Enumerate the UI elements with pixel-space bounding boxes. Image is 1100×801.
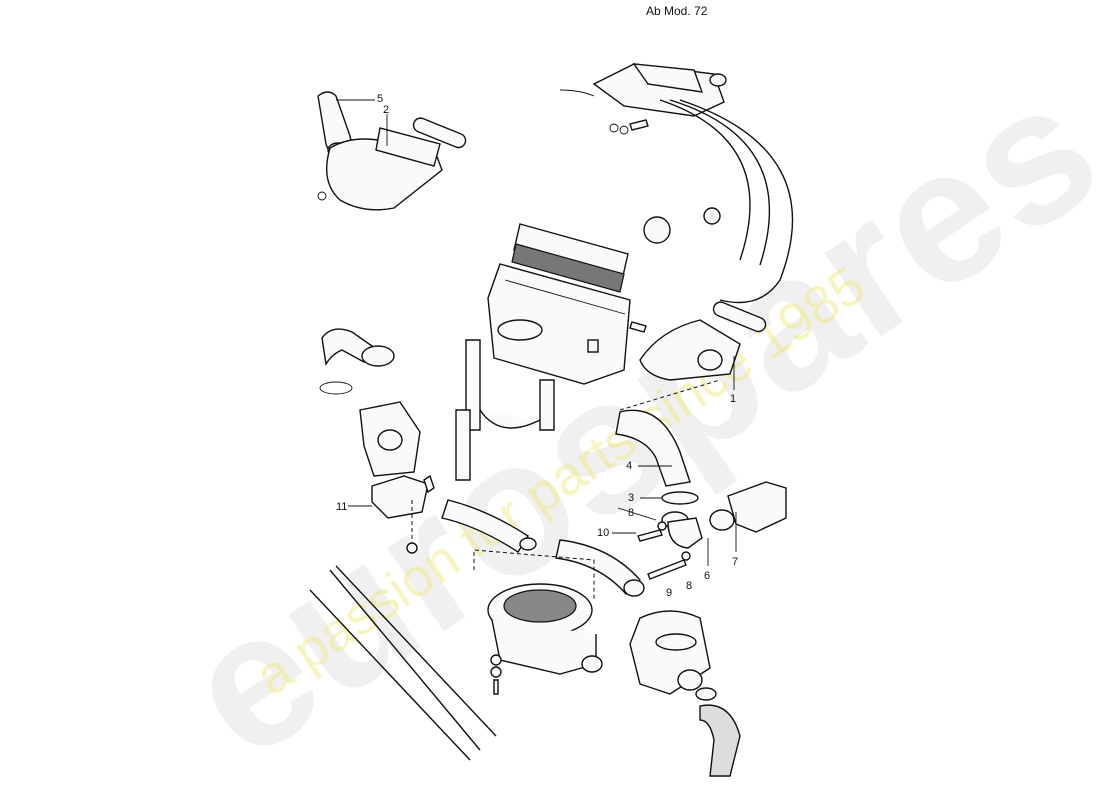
callout-10: 10 (597, 527, 610, 539)
callout-7: 7 (732, 556, 739, 568)
callout-1: 1 (730, 393, 737, 405)
callout-5: 5 (377, 93, 384, 105)
heat-exchanger-right (629, 610, 741, 777)
callout-3: 3 (628, 492, 635, 504)
callout-11: 11 (336, 501, 348, 513)
callout-leaders (617, 507, 657, 521)
warm-air-duct-right (619, 301, 767, 411)
heat-exchanger-left (319, 328, 435, 554)
callout-9: 9 (666, 587, 673, 599)
callout-8a: 8 (628, 507, 635, 519)
heater-blower (473, 549, 603, 695)
callout-8b: 8 (686, 580, 693, 592)
fittings-group (612, 481, 787, 580)
control-cables (309, 565, 497, 761)
heater-control-lever (559, 63, 794, 304)
callout-2: 2 (383, 104, 390, 116)
warm-air-duct-left (317, 91, 467, 211)
corrugated-hoses (455, 339, 555, 481)
callout-6: 6 (704, 570, 711, 582)
diagram-title: Ab Mod. 72 (646, 4, 708, 18)
middle-hoses (441, 499, 645, 597)
air-filter-housing (487, 216, 671, 385)
heater-hose-4 (615, 409, 691, 487)
callout-4: 4 (626, 460, 633, 472)
